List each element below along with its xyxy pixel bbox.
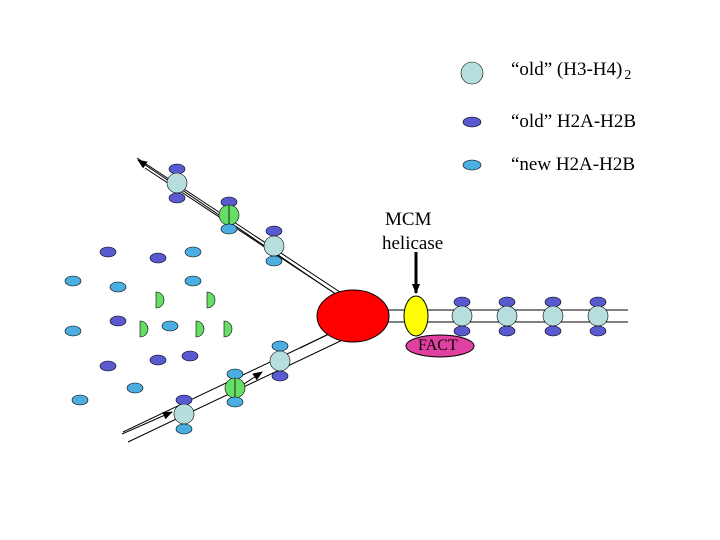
mcm-helicase xyxy=(316,289,390,343)
upper-daughter-nucleosomes xyxy=(166,163,285,267)
lower-daughter-nucleosomes xyxy=(173,340,291,435)
legend-old-h3h4-swatch xyxy=(460,61,484,85)
fact-complex xyxy=(405,334,475,358)
legend-old-h3h4-subscript: 2 xyxy=(624,68,632,83)
legend-old-h3h4-label: “old” (H3-H4)2 xyxy=(511,59,632,83)
lower-leading-arrow xyxy=(121,411,173,435)
helicase-label: helicase xyxy=(382,233,444,254)
free-new-h3h4-pool xyxy=(139,291,233,338)
legend-old-h2ah2b-swatch xyxy=(462,116,482,128)
legend-old-h2ah2b-label: “old” H2A-H2B xyxy=(511,111,637,132)
mcm-label: MCM xyxy=(385,209,432,230)
legend-new-h2ah2b-label: “new H2A-H2B xyxy=(511,154,636,175)
fact-label: FACT xyxy=(418,337,458,354)
fact-yellow-subunit xyxy=(403,295,429,337)
parental-nucleosomes xyxy=(451,296,609,337)
legend-new-h2ah2b-swatch xyxy=(462,159,482,171)
free-histone-pool xyxy=(64,246,202,406)
